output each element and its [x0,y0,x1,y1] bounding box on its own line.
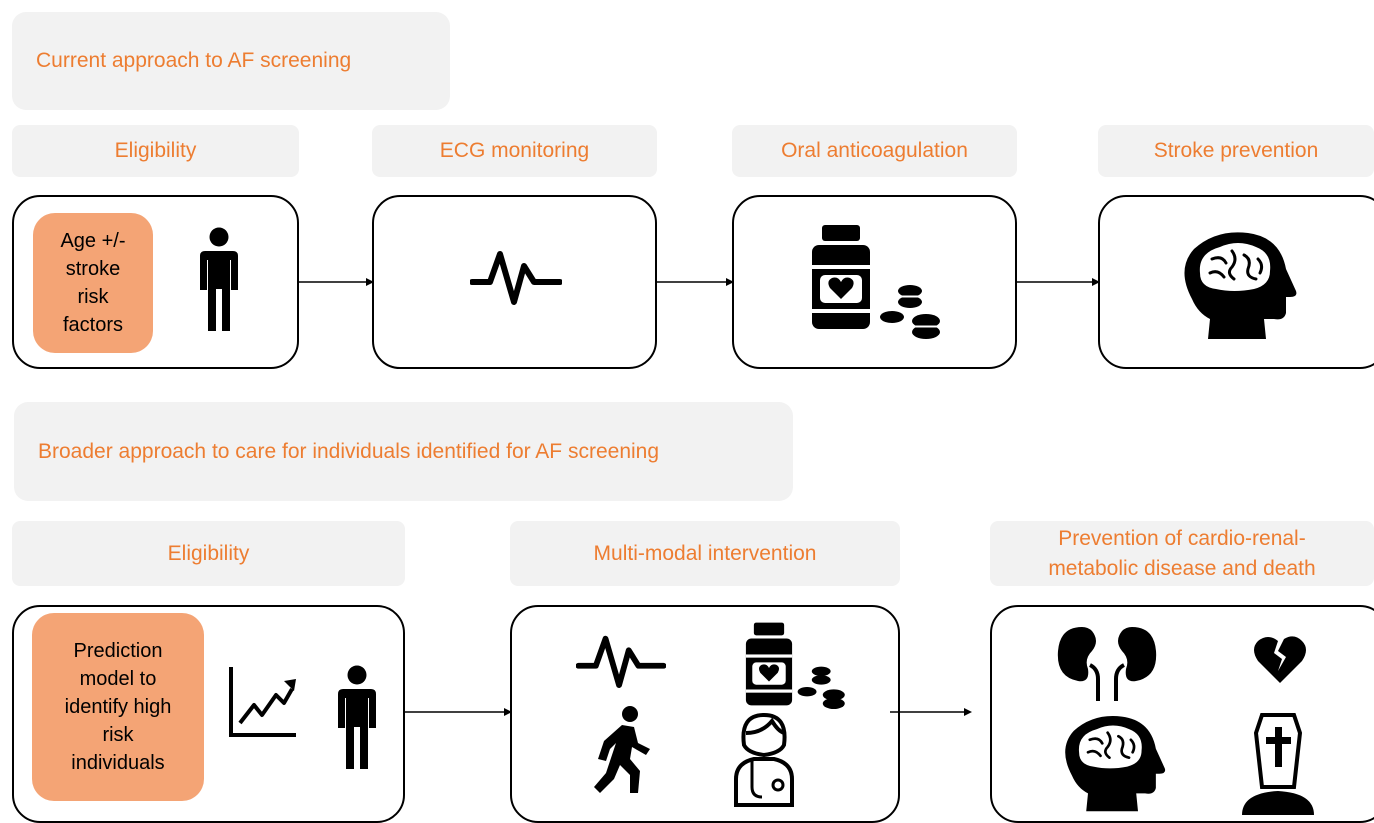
coffin-icon [1242,713,1314,815]
person-icon-2 [338,665,376,769]
top-ecg-box [372,195,657,369]
top-label-eligibility: Eligibility [12,125,299,177]
bottom-intervention-box [510,605,900,823]
bottom-label-multimodal-intervention: Multi-modal intervention [510,521,900,586]
arrow-2 [656,278,734,286]
top-stroke-prevention-box [1098,195,1374,369]
doctor-icon [734,712,794,807]
bottom-prevention-box [990,605,1374,823]
prediction-model-criteria: Prediction model to identify high risk i… [32,613,204,801]
bottom-label-prevention: Prevention of cardio-renal- metabolic di… [990,521,1374,586]
medicine-bottle-icon-2 [745,622,793,706]
bottom-heading: Broader approach to care for individuals… [14,402,793,501]
kidneys-icon [1057,627,1157,701]
top-label-stroke-prevention: Stroke prevention [1098,125,1374,177]
eligibility-criteria: Age +/- stroke risk factors [33,213,153,353]
medicine-bottle-icon [812,225,870,329]
bottom-label-eligibility: Eligibility [12,521,405,586]
ecg-waveform-icon-2 [576,635,666,689]
brain-head-icon-2 [1065,715,1166,812]
coins-icon [880,285,940,339]
arrow-1 [298,278,374,286]
walking-person-icon [594,706,650,793]
top-heading: Current approach to AF screening [12,12,450,110]
top-eligibility-box: Age +/- stroke risk factors [12,195,299,369]
top-anticoagulation-box [732,195,1017,369]
ecg-waveform-icon [470,251,562,305]
coins-icon-2 [797,666,845,709]
arrow-4 [404,708,512,716]
arrow-3 [1016,278,1100,286]
top-label-oral-anticoagulation: Oral anticoagulation [732,125,1017,177]
trend-chart-icon [229,667,296,737]
arrow-5 [890,708,972,716]
brain-head-icon [1184,232,1297,339]
broken-heart-icon [1254,636,1306,683]
top-label-ecg-monitoring: ECG monitoring [372,125,657,177]
bottom-eligibility-box: Prediction model to identify high risk i… [12,605,405,823]
person-icon [200,227,238,331]
